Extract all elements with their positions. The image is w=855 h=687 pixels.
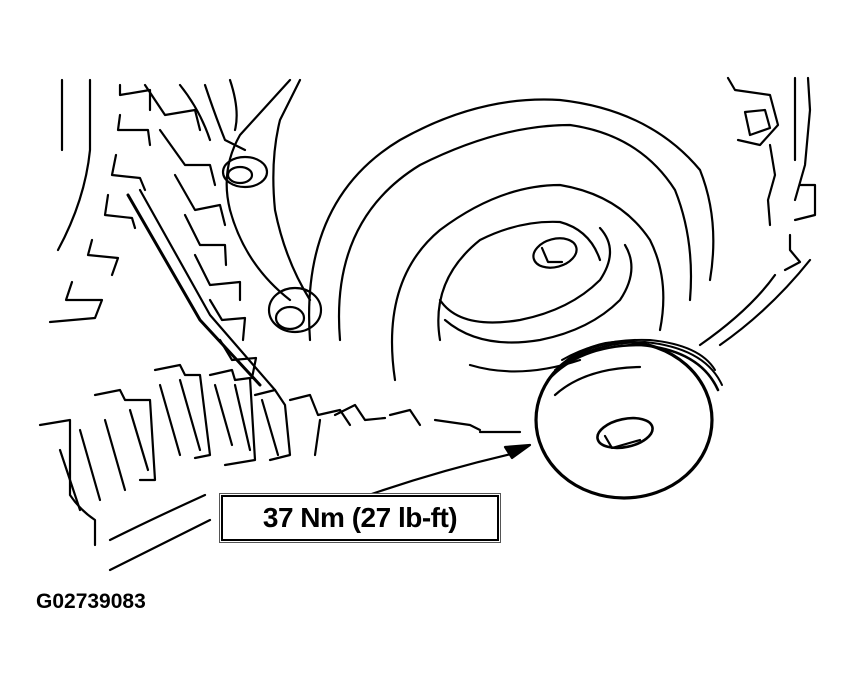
figure-id: G02739083 — [36, 590, 146, 613]
leader-arrow — [358, 443, 532, 500]
right-sprocket — [698, 76, 817, 347]
left-toothed-sprocket — [48, 78, 277, 392]
torque-spec-callout: 37 Nm (27 lb-ft) — [221, 495, 499, 541]
crankshaft-sprocket — [38, 363, 522, 572]
pulley-bolt — [534, 338, 723, 500]
camshaft-pulley — [308, 98, 715, 382]
timing-belt-upper — [178, 78, 323, 334]
